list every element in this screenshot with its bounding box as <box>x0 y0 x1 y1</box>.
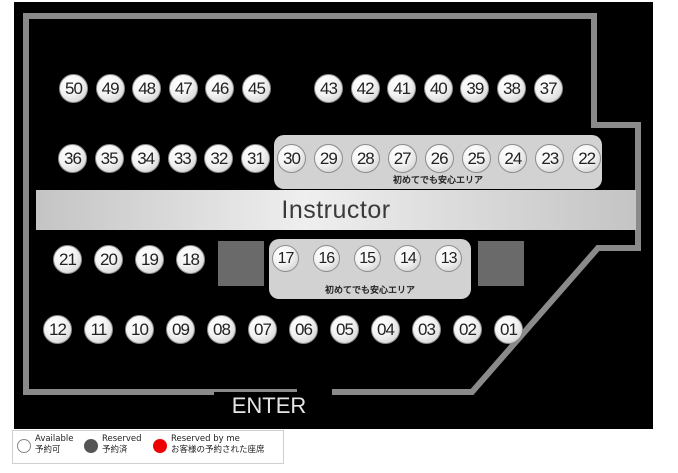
seat-06[interactable]: 06 <box>289 315 318 344</box>
available-seat-icon <box>17 439 31 453</box>
legend-reserved-ja: 予約済 <box>102 445 128 455</box>
seat-36[interactable]: 36 <box>58 144 87 173</box>
seat-48[interactable]: 48 <box>132 74 162 103</box>
seat-29[interactable]: 29 <box>313 144 343 173</box>
seat-07[interactable]: 07 <box>248 315 277 344</box>
seat-05[interactable]: 05 <box>330 315 359 344</box>
seat-19[interactable]: 19 <box>135 245 164 274</box>
seat-02[interactable]: 02 <box>453 315 482 344</box>
seat-16[interactable]: 16 <box>312 245 340 272</box>
seat-27[interactable]: 27 <box>387 144 417 173</box>
seat-32[interactable]: 32 <box>204 144 234 173</box>
seat-17[interactable]: 17 <box>272 245 299 272</box>
seat-08[interactable]: 08 <box>207 315 236 344</box>
beginner-zone-label: 初めてでも安心エリア <box>324 286 415 296</box>
seat-10[interactable]: 10 <box>125 315 154 344</box>
legend-available-ja: 予約可 <box>35 445 61 455</box>
seat-46[interactable]: 46 <box>205 74 235 103</box>
seat-14[interactable]: 14 <box>394 245 422 272</box>
instructor-label: Instructor <box>281 195 391 224</box>
legend-available-en: Available <box>35 434 74 444</box>
legend-reserved-en: Reserved <box>102 434 142 444</box>
room-outline <box>23 13 641 395</box>
seat-22[interactable]: 22 <box>572 144 602 173</box>
seat-26[interactable]: 26 <box>424 144 454 173</box>
seat-24[interactable]: 24 <box>498 144 528 173</box>
seat-11[interactable]: 11 <box>84 315 113 344</box>
seat-09[interactable]: 09 <box>166 315 195 344</box>
seat-41[interactable]: 41 <box>387 74 417 103</box>
seat-47[interactable]: 47 <box>168 74 198 103</box>
my-reservation-icon <box>153 439 167 453</box>
pillar-left <box>218 241 264 286</box>
seat-03[interactable]: 03 <box>412 315 441 344</box>
seat-01[interactable]: 01 <box>494 315 523 344</box>
seat-33[interactable]: 33 <box>167 144 197 173</box>
seat-30[interactable]: 30 <box>277 144 306 173</box>
seat-40[interactable]: 40 <box>423 74 453 103</box>
seat-map: 初めてでも安心エリア 初めてでも安心エリア Instructor ENTER 5… <box>14 2 653 429</box>
seat-04[interactable]: 04 <box>371 315 400 344</box>
seat-18[interactable]: 18 <box>176 245 205 274</box>
entrance-label: ENTER <box>214 392 324 420</box>
seat-37[interactable]: 37 <box>533 74 563 103</box>
reserved-seat-icon <box>84 439 98 453</box>
seat-39[interactable]: 39 <box>460 74 490 103</box>
beginner-zone-label: 初めてでも安心エリア <box>392 176 483 186</box>
legend-mine-en: Reserved by me <box>171 434 240 444</box>
seat-35[interactable]: 35 <box>94 144 124 173</box>
seat-34[interactable]: 34 <box>131 144 161 173</box>
seat-28[interactable]: 28 <box>350 144 380 173</box>
seat-31[interactable]: 31 <box>241 144 270 173</box>
instructor-area: Instructor <box>36 190 636 230</box>
seat-42[interactable]: 42 <box>350 74 380 103</box>
seat-38[interactable]: 38 <box>497 74 526 103</box>
seat-50[interactable]: 50 <box>59 74 88 103</box>
seat-12[interactable]: 12 <box>43 315 72 344</box>
seat-43[interactable]: 43 <box>314 74 343 103</box>
pillar-right <box>478 241 524 286</box>
seat-25[interactable]: 25 <box>461 144 491 173</box>
seat-45[interactable]: 45 <box>242 74 271 103</box>
seat-21[interactable]: 21 <box>53 245 82 274</box>
seat-15[interactable]: 15 <box>353 245 381 272</box>
seat-13[interactable]: 13 <box>435 245 463 272</box>
legend-mine-ja: お客様の予約された座席 <box>171 445 265 455</box>
seat-20[interactable]: 20 <box>94 245 123 274</box>
seat-49[interactable]: 49 <box>95 74 125 103</box>
seat-23[interactable]: 23 <box>535 144 565 173</box>
